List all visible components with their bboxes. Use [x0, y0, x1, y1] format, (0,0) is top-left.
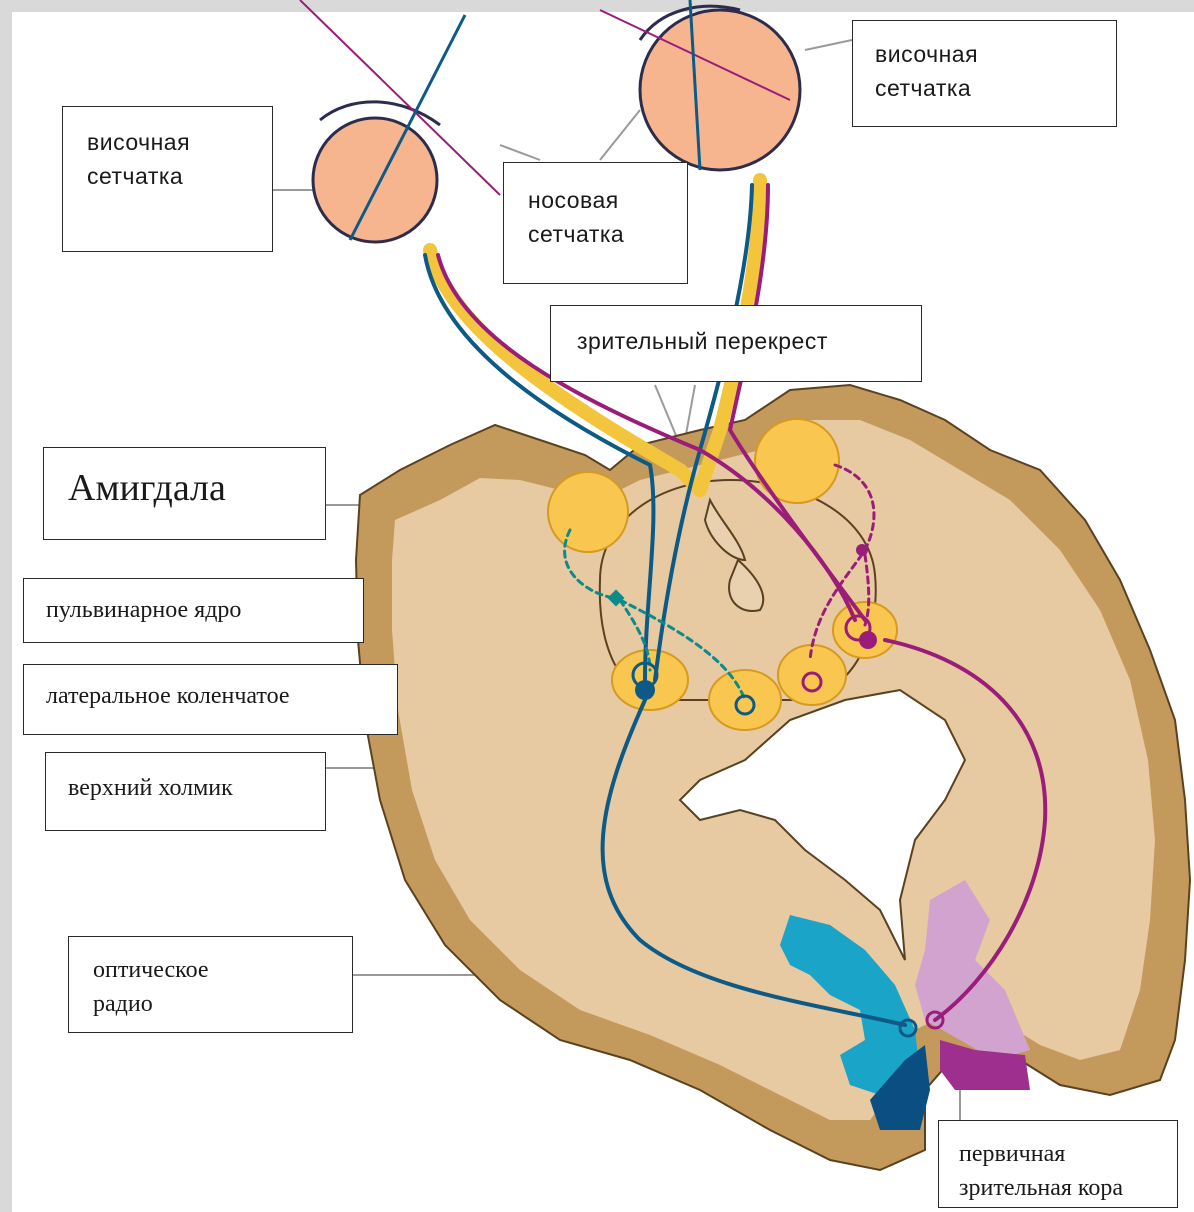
optic-radiation-line1: оптическое	[93, 953, 352, 987]
colliculus-left-node	[709, 670, 781, 730]
label-superior-colliculus: верхний холмик	[45, 752, 326, 831]
amygdala-left-node	[548, 472, 628, 552]
label-optic-chiasm: зрительный перекрест	[550, 305, 922, 382]
label-primary-visual-cortex: первичная зрительная кора	[938, 1120, 1178, 1208]
superior-colliculus-text: верхний холмик	[68, 771, 325, 805]
temporal-retina-left-line2: сетчатка	[87, 159, 272, 193]
temporal-retina-right-line2: сетчатка	[875, 71, 1116, 105]
label-temporal-retina-left: височная сетчатка	[62, 106, 273, 252]
temporal-retina-left-line1: височная	[87, 125, 272, 159]
label-lateral-geniculate: латеральное коленчатое	[23, 664, 398, 735]
nasal-retina-line2: сетчатка	[528, 217, 687, 251]
label-pulvinar: пульвинарное ядро	[23, 578, 364, 643]
lateral-geniculate-text: латеральное коленчатое	[46, 679, 397, 713]
optic-chiasm-text: зрительный перекрест	[577, 324, 921, 358]
label-optic-radiation: оптическое радио	[68, 936, 353, 1033]
left-eye	[313, 118, 437, 242]
right-eye	[640, 10, 800, 170]
primary-visual-cortex-line1: первичная	[959, 1137, 1177, 1171]
optic-radiation-line2: радио	[93, 987, 352, 1021]
label-nasal-retina: носовая сетчатка	[503, 162, 688, 284]
primary-visual-cortex-line2: зрительная кора	[959, 1171, 1177, 1205]
pulvinar-text: пульвинарное ядро	[46, 593, 363, 627]
label-amygdala: Амигдала	[43, 447, 326, 540]
label-temporal-retina-right: височная сетчатка	[852, 20, 1117, 127]
temporal-retina-right-line1: височная	[875, 37, 1116, 71]
lgn-right-node	[833, 602, 897, 658]
amygdala-text: Амигдала	[68, 468, 325, 508]
nasal-retina-line1: носовая	[528, 183, 687, 217]
